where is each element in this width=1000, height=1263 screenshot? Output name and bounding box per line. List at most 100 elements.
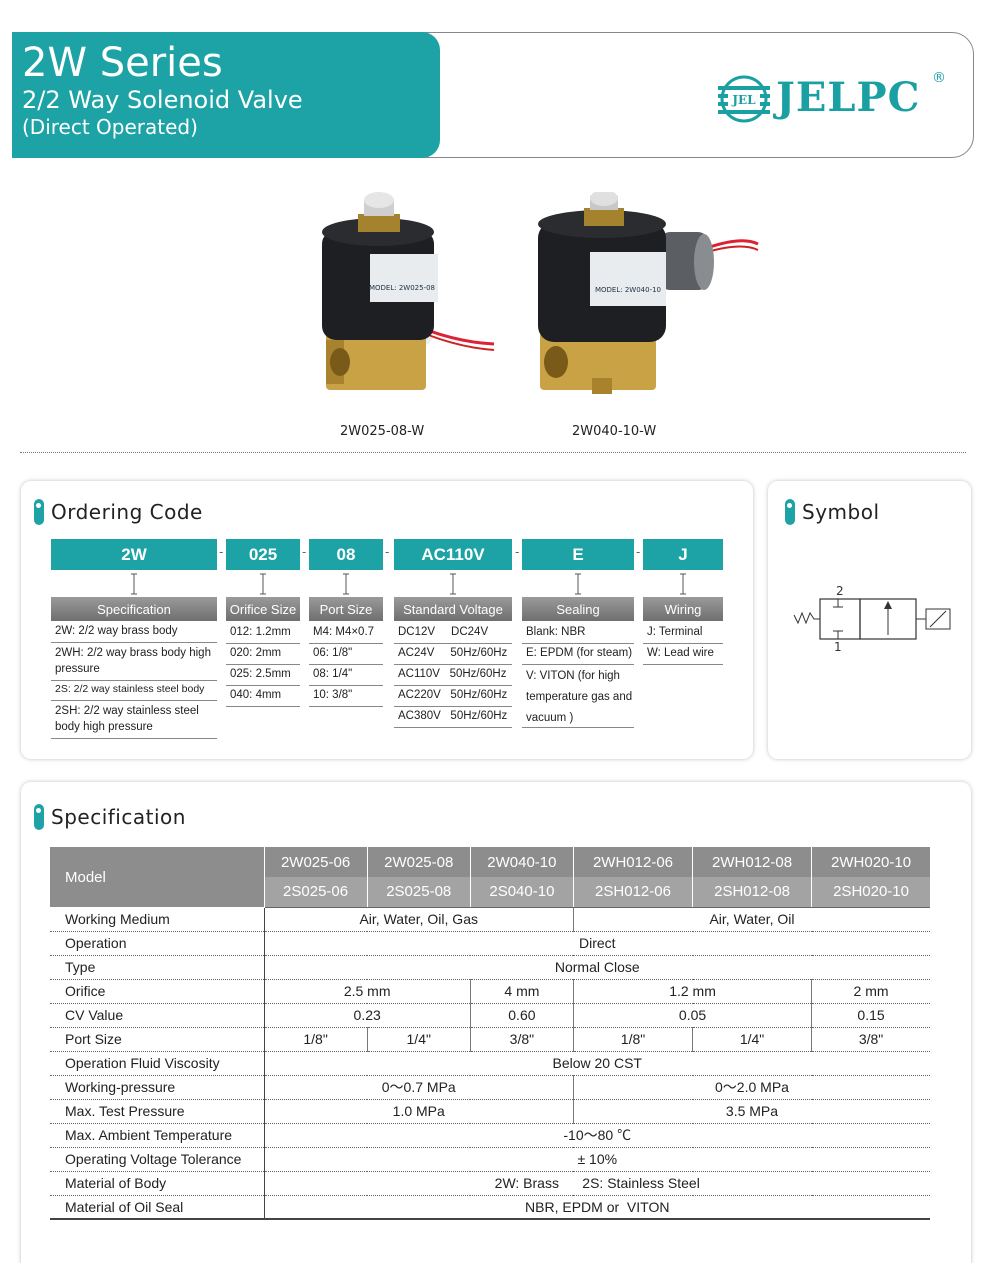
coil-model-label: MODEL: 2W025-08 — [369, 284, 435, 292]
code-separator: - — [219, 545, 224, 559]
code-segment-spec: 2W — [51, 539, 217, 570]
cell: 2.5 mm — [264, 979, 471, 1004]
code-segment-sealing: E — [522, 539, 634, 570]
product-image-2w025: MODEL: 2W025-08 2W025-08-W — [312, 192, 502, 439]
col-head-port: Port Size — [309, 597, 383, 621]
table-row: Material of Oil Seal NBR, EPDM or VITON — [50, 1195, 930, 1220]
model-cell: 2WH012-06 — [572, 847, 693, 877]
cell: 1.0 MPa — [264, 1099, 574, 1124]
list-item: 08: 1/4" — [309, 666, 383, 686]
row-label: Operation — [50, 931, 265, 956]
list-item: 2WH: 2/2 way brass body high pressure — [51, 644, 217, 681]
list-item: 040: 4mm — [226, 687, 300, 707]
product-label: 2W025-08-W — [340, 424, 425, 439]
list-item: J: Terminal — [643, 624, 723, 644]
row-label: Material of Oil Seal — [50, 1195, 265, 1220]
list-item: 020: 2mm — [226, 645, 300, 665]
cell: ± 10% — [264, 1147, 930, 1172]
list-item: E: EPDM (for steam) — [522, 645, 634, 665]
table-row: Type Normal Close — [50, 955, 930, 980]
specification-table: Model 2W025-06 2W025-08 2W040-10 2WH012-… — [50, 847, 930, 1220]
registered-mark: ® — [932, 70, 946, 86]
col-head-wiring: Wiring — [643, 597, 723, 621]
model-cell: 2W025-08 — [366, 847, 471, 877]
cell: 3/8" — [469, 1027, 574, 1052]
section-divider — [20, 452, 966, 453]
list-item: W: Lead wire — [643, 645, 723, 665]
connector-icon — [131, 573, 137, 595]
cell: 1/4" — [692, 1027, 812, 1052]
list-item: V: VITON (for high temperature gas and v… — [522, 666, 634, 728]
code-segment-port: 08 — [309, 539, 383, 570]
cell: 1.2 mm — [572, 979, 812, 1004]
code-segment-voltage: AC110V — [394, 539, 512, 570]
list-item: Blank: NBR — [522, 624, 634, 644]
connector-icon — [575, 573, 581, 595]
model-cell: 2SH012-06 — [572, 877, 693, 908]
row-label: Max. Ambient Temperature — [50, 1123, 265, 1148]
row-label: Port Size — [50, 1027, 265, 1052]
product-label: 2W040-10-W — [572, 424, 657, 439]
model-header: Model — [50, 847, 265, 907]
model-cell: 2SH020-10 — [811, 877, 930, 908]
cell: 1/8" — [264, 1027, 368, 1052]
row-label: Material of Body — [50, 1171, 265, 1196]
model-cell: 2W025-06 — [264, 847, 368, 877]
table-row: Model 2W025-06 2W025-08 2W040-10 2WH012-… — [50, 847, 930, 907]
connector-icon — [680, 573, 686, 595]
table-row: Port Size 1/8" 1/4" 3/8" 1/8" 1/4" 3/8" — [50, 1027, 930, 1052]
row-label: Max. Test Pressure — [50, 1099, 265, 1124]
col-head-voltage: Standard Voltage — [394, 597, 512, 621]
cell: 2W: Brass 2S: Stainless Steel — [264, 1171, 930, 1196]
model-cell: 2S025-06 — [264, 877, 368, 908]
cell: 0～2.0 MPa — [572, 1075, 930, 1100]
table-row: CV Value 0.23 0.60 0.05 0.15 — [50, 1003, 930, 1028]
table-row: Material of Body 2W: Brass 2S: Stainless… — [50, 1171, 930, 1196]
model-cell: 2S040-10 — [469, 877, 574, 908]
symbol-port-2: 2 — [836, 585, 844, 598]
cell: 0.23 — [264, 1003, 471, 1028]
list-item: AC220V 50Hz/60Hz — [394, 687, 512, 707]
specification-title: Specification — [51, 805, 186, 829]
col-head-orifice: Orifice Size — [226, 597, 300, 621]
cell: 4 mm — [469, 979, 574, 1004]
list-item: 012: 1.2mm — [226, 624, 300, 644]
cell: 0～0.7 MPa — [264, 1075, 574, 1100]
section-marker-icon — [34, 804, 44, 830]
cell: Air, Water, Oil, Gas — [264, 907, 574, 932]
table-row: 2S025-06 2S025-08 2S040-10 2SH012-06 2SH… — [50, 877, 930, 908]
section-marker-icon — [785, 499, 795, 525]
model-cell: 2SH012-08 — [692, 877, 812, 908]
header-title-block: 2W Series 2/2 Way Solenoid Valve (Direct… — [12, 32, 440, 158]
table-row: Operation Fluid Viscosity Below 20 CST — [50, 1051, 930, 1076]
model-cell: 2S025-08 — [366, 877, 471, 908]
connector-icon — [260, 573, 266, 595]
cell: 0.05 — [572, 1003, 812, 1028]
table-row: Operating Voltage Tolerance ± 10% — [50, 1147, 930, 1172]
coil-model-label: MODEL: 2W040-10 — [595, 286, 661, 294]
list-item: 025: 2.5mm — [226, 666, 300, 686]
cell: Below 20 CST — [264, 1051, 930, 1076]
series-title: 2W Series — [22, 40, 223, 86]
col-head-spec: Specification — [51, 597, 217, 621]
model-cell: 2WH020-10 — [811, 847, 930, 877]
code-separator: - — [302, 545, 307, 559]
table-row: Max. Test Pressure 1.0 MPa 3.5 MPa — [50, 1099, 930, 1124]
cell: 3.5 MPa — [572, 1099, 930, 1124]
list-item: 2W: 2/2 way brass body — [51, 623, 217, 643]
list-item: 10: 3/8" — [309, 687, 383, 707]
cell: -10～80 ℃ — [264, 1123, 930, 1148]
row-label: Operating Voltage Tolerance — [50, 1147, 265, 1172]
model-cell: 2W040-10 — [469, 847, 574, 877]
connector-icon — [343, 573, 349, 595]
cell: 1/8" — [572, 1027, 693, 1052]
row-label: Operation Fluid Viscosity — [50, 1051, 265, 1076]
cell: 1/4" — [366, 1027, 471, 1052]
row-label: Type — [50, 955, 265, 980]
cell: 2 mm — [811, 979, 930, 1004]
cell: 0.15 — [811, 1003, 930, 1028]
product-image-2w040: MODEL: 2W040-10 2W040-10-W — [532, 192, 762, 439]
list-item: DC12V DC24V — [394, 624, 512, 644]
symbol-port-1: 1 — [834, 640, 842, 651]
code-segment-orifice: 025 — [226, 539, 300, 570]
